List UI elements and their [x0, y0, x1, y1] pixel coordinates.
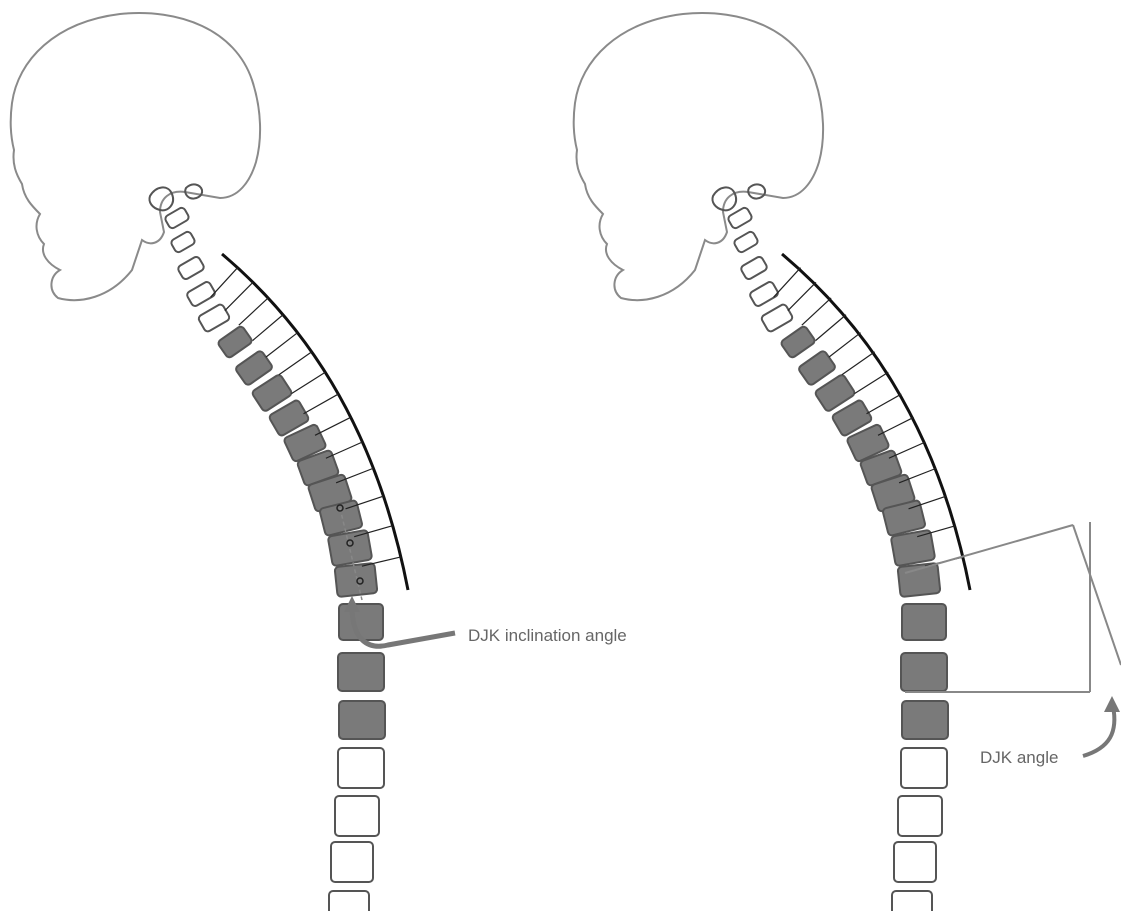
rod-tick: [304, 394, 339, 414]
instrumented-vertebra: [902, 604, 946, 640]
djk-angle-label: DJK angle: [980, 748, 1058, 767]
vertebra: [901, 748, 947, 788]
rod-tick: [266, 333, 298, 357]
rod-tick: [854, 372, 888, 393]
rod-tick: [326, 442, 363, 458]
instrumented-vertebra: [328, 530, 373, 566]
vertebra: [186, 281, 217, 308]
spine-right: [727, 206, 948, 911]
vertebra: [338, 748, 384, 788]
instrumented-vertebra: [217, 325, 253, 359]
rod-tick: [802, 298, 831, 325]
rod-tick: [867, 394, 902, 414]
vertebra: [898, 796, 942, 836]
instrumented-vertebra: [780, 325, 816, 359]
rod-tick: [211, 268, 238, 298]
vertebra: [170, 230, 196, 253]
vertebra: [197, 303, 230, 333]
instrumented-vertebra: [891, 530, 936, 566]
inclination-angle-label: DJK inclination angle: [468, 626, 627, 645]
vertebra: [892, 891, 932, 911]
vertebra: [749, 281, 780, 308]
rod-tick: [225, 282, 253, 310]
rod-tick: [829, 333, 861, 357]
vertebra: [894, 842, 936, 882]
instrumented-vertebra: [902, 701, 948, 739]
rod-right: [782, 254, 970, 590]
left-panel: DJK inclination angle: [11, 13, 627, 911]
rod-tick: [291, 372, 325, 393]
rod-tick: [878, 417, 914, 435]
instrumented-vertebra: [901, 653, 947, 691]
vertebra: [760, 303, 793, 333]
vertebra: [331, 842, 373, 882]
rod-tick: [315, 417, 351, 435]
rod-tick: [889, 442, 926, 458]
rod-tick: [788, 282, 816, 310]
instrumented-vertebra: [335, 563, 378, 597]
rod-tick: [253, 315, 283, 341]
rod-tick: [279, 352, 312, 375]
vertebra: [177, 256, 205, 281]
instrumented-vertebra: [338, 653, 384, 691]
rod-left: [222, 254, 408, 590]
rod-tick: [842, 352, 875, 375]
vertebra: [733, 230, 759, 253]
vertebra: [329, 891, 369, 911]
vertebra: [740, 256, 768, 281]
rod-tick: [774, 268, 801, 298]
arrow-icon: [1083, 706, 1114, 756]
skull-icon: [11, 13, 260, 300]
right-panel: DJK angle: [574, 13, 1121, 911]
rod-tick: [816, 315, 846, 341]
rod-tick: [239, 298, 268, 325]
instrumented-vertebra: [339, 701, 385, 739]
vertebra: [335, 796, 379, 836]
